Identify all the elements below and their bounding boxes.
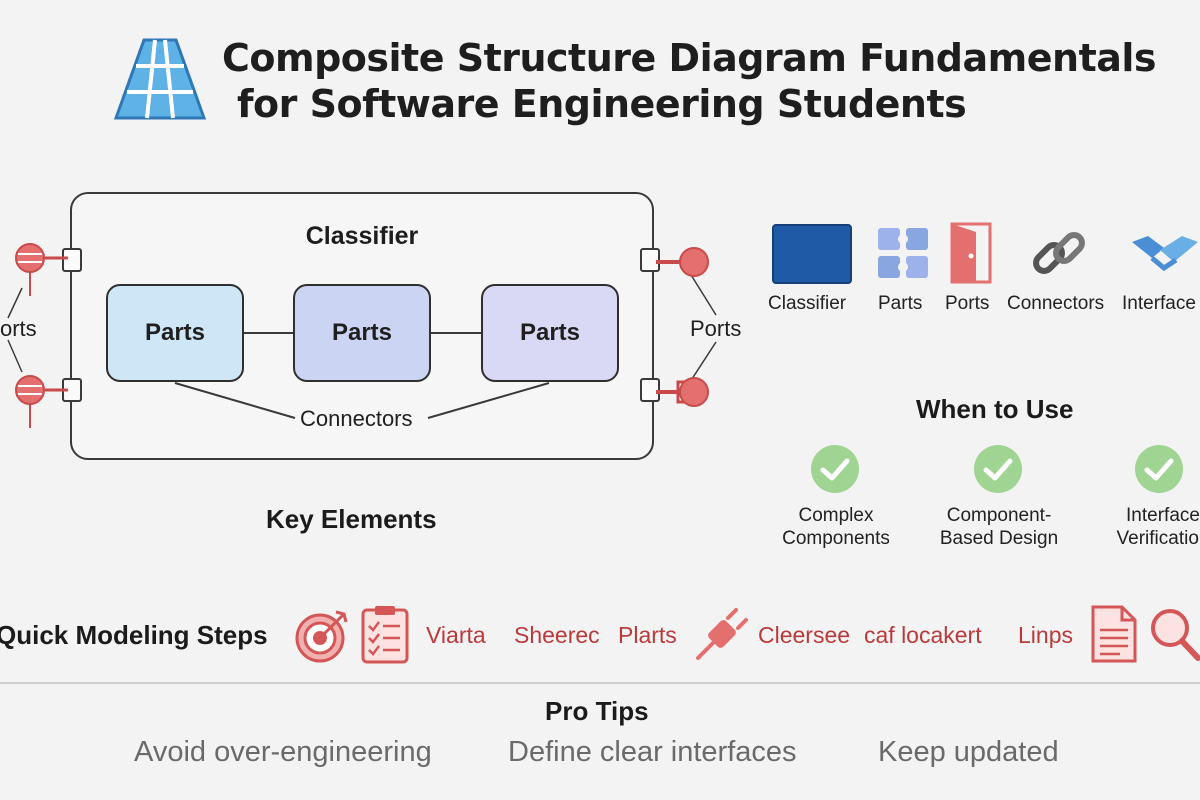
page-title-line-2: for Software Engineering Students	[237, 82, 967, 126]
magnifier-icon	[1151, 609, 1200, 661]
classifier-icon	[772, 224, 852, 284]
use-case-interface-verification: Interface Verification	[1116, 505, 1200, 549]
step-word-2: Sheerec	[514, 622, 600, 648]
classifier-title: Classifier	[305, 222, 419, 250]
ports-label-right: Ports	[690, 316, 742, 341]
connectors-label: Connectors	[300, 406, 413, 431]
step-word-1: Viarta	[426, 622, 486, 648]
lollipop-port-icon	[15, 375, 68, 428]
chain-link-icon	[1033, 232, 1085, 274]
step-word-4: Cleersee	[758, 622, 851, 648]
check-circle-icon	[1135, 445, 1183, 493]
part-2: Parts	[293, 284, 431, 382]
door-icon	[950, 222, 992, 284]
tip-1: Avoid over-engineering	[134, 736, 432, 768]
plug-port-icon	[656, 247, 709, 277]
tip-3: Keep updated	[878, 736, 1059, 768]
check-circle-icon	[974, 445, 1022, 493]
part-3: Parts	[481, 284, 619, 382]
legend-label-parts: Parts	[878, 293, 923, 314]
legend-label-interface: Interface	[1122, 293, 1196, 314]
step-word-5: caf locakert	[864, 622, 982, 648]
use-case-component-based-design: Component- Based Design	[939, 505, 1059, 549]
target-icon	[295, 610, 348, 663]
lollipop-port-icon	[15, 243, 68, 296]
pro-tips-title: Pro Tips	[545, 696, 649, 726]
key-elements-caption: Key Elements	[266, 504, 437, 534]
part-1: Parts	[106, 284, 244, 382]
document-icon	[1091, 605, 1137, 663]
pyramid-logo-icon	[113, 38, 207, 120]
when-to-use-title: When to Use	[916, 394, 1074, 424]
legend-label-ports: Ports	[945, 293, 990, 314]
step-word-3: Plarts	[618, 622, 677, 648]
use-case-complex-components: Complex Components	[782, 505, 890, 549]
quick-steps-title: Quick Modeling Steps	[0, 620, 268, 650]
parts-icon	[878, 228, 928, 278]
tip-2: Define clear interfaces	[508, 736, 797, 768]
ports-label-left: orts	[0, 316, 37, 341]
check-circle-icon	[811, 445, 859, 493]
legend-label-classifier: Classifier	[768, 293, 847, 314]
page-title-line-1: Composite Structure Diagram Fundamentals	[222, 36, 1157, 80]
handshake-icon	[1132, 236, 1198, 272]
port-square-left-top	[62, 248, 82, 272]
legend-label-connectors: Connectors	[1007, 293, 1105, 314]
section-divider	[0, 682, 1200, 684]
step-word-6: Linps	[1018, 622, 1073, 648]
socket-port-icon	[656, 377, 709, 407]
clipboard-checklist-icon	[361, 606, 409, 664]
plug-icon	[696, 608, 748, 660]
